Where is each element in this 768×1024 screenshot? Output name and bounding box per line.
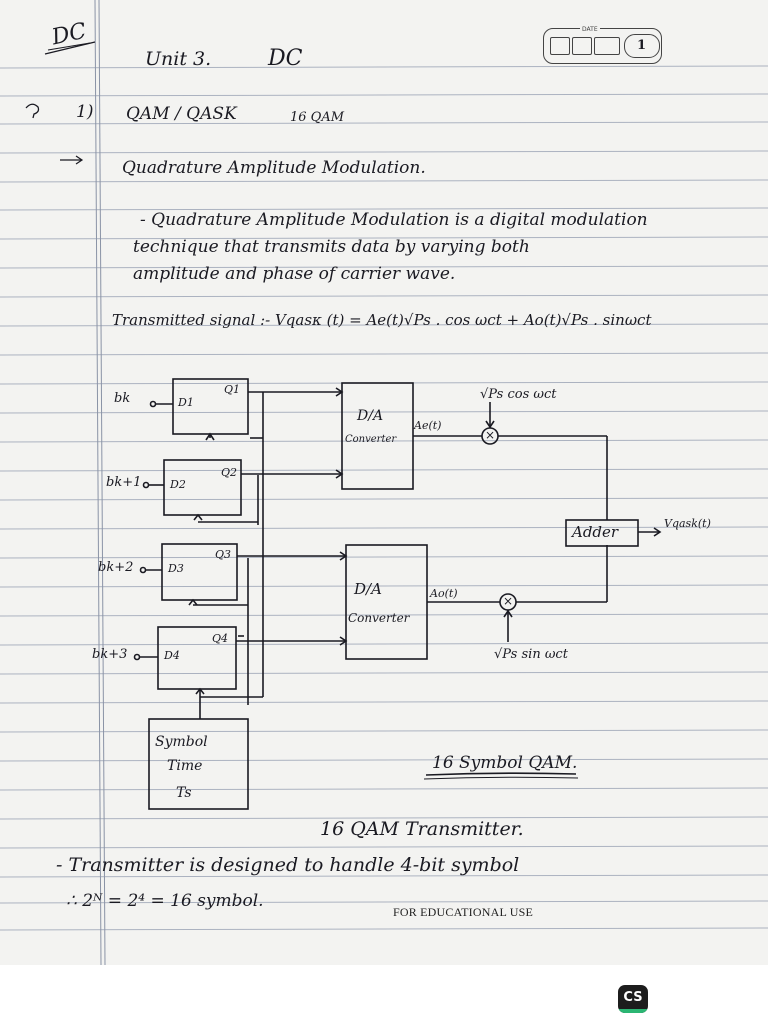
ruled-lines — [0, 0, 768, 965]
da-top-output: Ae(t) — [414, 419, 442, 432]
ff3-d: D3 — [168, 562, 184, 575]
date-page-box: DATE 1 — [543, 26, 662, 64]
da-top-line2: Converter — [345, 434, 397, 445]
definition-line-2: technique that transmits data by varying… — [133, 237, 530, 257]
input-bk2: bk+2 — [98, 560, 134, 575]
ff3-q: Q3 — [215, 548, 232, 561]
flipflop-4 — [157, 626, 237, 690]
caption-16qam-transmitter: 16 QAM Transmitter. — [320, 818, 524, 840]
question-topic: QAM / QASK — [126, 104, 237, 124]
scanner-badge-text: CS — [623, 990, 643, 1005]
ff2-q: Q2 — [221, 466, 238, 479]
symbol-time-line2: Time — [167, 758, 203, 774]
definition-line-1: - Quadrature Amplitude Modulation is a d… — [140, 210, 648, 230]
notebook-page: DC Unit 3. DC DATE 1 1) QAM / QASK 16 QA… — [0, 0, 768, 965]
da-bottom-output: Ao(t) — [430, 587, 458, 600]
input-bk: bk — [114, 391, 131, 406]
corner-tag-underline — [44, 41, 96, 55]
da-top-line1: D/A — [357, 408, 384, 424]
symbol-time-box — [148, 718, 249, 810]
unit-label: Unit 3. — [145, 48, 212, 70]
date-box-label: DATE — [580, 26, 600, 33]
output-label: Vqask(t) — [664, 517, 711, 530]
question-variant: 16 QAM — [290, 110, 345, 125]
question-number: 1) — [76, 102, 94, 122]
ff4-d: D4 — [164, 649, 180, 662]
page-number: 1 — [637, 38, 647, 53]
flipflop-2 — [163, 459, 242, 516]
ff4-q: Q4 — [212, 632, 229, 645]
footer-label: FOR EDUCATIONAL USE — [393, 905, 534, 919]
ff2-d: D2 — [170, 478, 186, 491]
ff1-d: D1 — [178, 396, 194, 409]
adder-label: Adder — [572, 523, 619, 541]
carrier-cos: √Ps cos ωct — [480, 387, 557, 402]
da-bottom-line2: Converter — [348, 611, 410, 625]
da-bottom-line1: D/A — [354, 580, 382, 598]
transmitted-signal-equation: Transmitted signal :- Vqasκ (t) = Ae(t)√… — [112, 311, 652, 329]
note-line-2: ∴ 2ᴺ = 2⁴ = 16 symbol. — [66, 891, 264, 911]
definition-line-3: amplitude and phase of carrier wave. — [133, 264, 456, 284]
input-bk1: bk+1 — [106, 475, 142, 490]
symbol-time-line3: Ts — [176, 785, 192, 801]
symbol-time-line1: Symbol — [155, 734, 208, 750]
ff1-q: Q1 — [224, 383, 241, 396]
question-mark-icon — [25, 103, 40, 119]
caption-16-symbol-qam: 16 Symbol QAM. — [432, 753, 578, 773]
qam-transmitter-diagram — [133, 378, 662, 810]
note-line-1: - Transmitter is designed to handle 4-bi… — [56, 854, 520, 876]
da-converter-bottom — [345, 544, 428, 660]
arrow-icon — [60, 155, 84, 165]
input-bk3: bk+3 — [92, 647, 128, 662]
multiplier-bottom-symbol: × — [503, 594, 514, 608]
carrier-sin: √Ps sin ωct — [494, 647, 568, 662]
camscanner-badge: CS — [618, 985, 648, 1013]
multiplier-top-symbol: × — [485, 428, 496, 442]
subject-label: DC — [268, 46, 303, 71]
section-heading: Quadrature Amplitude Modulation. — [122, 158, 426, 178]
adder-box — [565, 519, 639, 547]
flipflop-3 — [161, 543, 238, 601]
